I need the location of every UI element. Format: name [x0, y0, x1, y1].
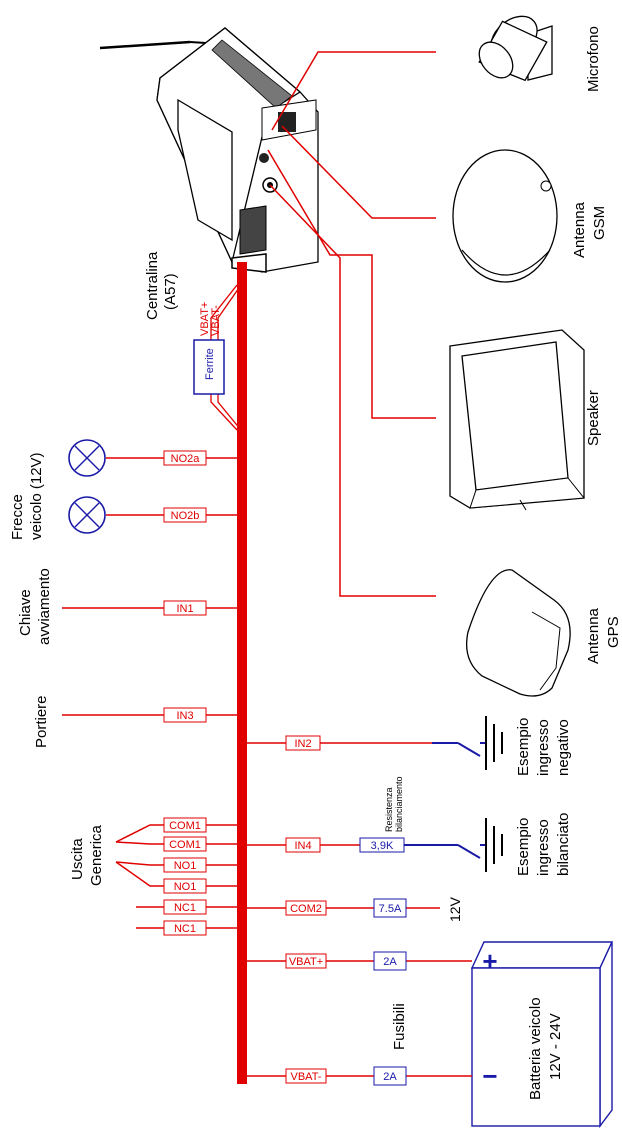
- pin-no2a: NO2a: [171, 453, 201, 465]
- resistor-sub: bilanciamento: [394, 776, 404, 832]
- pin-box: [163, 878, 207, 894]
- pin-nc1: NC1: [174, 902, 196, 914]
- pin-box: [163, 857, 207, 873]
- battery-minus-sign: −: [482, 1061, 497, 1091]
- fuse: [373, 951, 407, 971]
- pin-com2: COM2: [290, 903, 322, 915]
- fuse-vbat-minus: 2A: [383, 1071, 397, 1083]
- pin-com1: COM1: [169, 839, 201, 851]
- ferrite-label: Ferrite: [204, 348, 216, 380]
- fuse: [373, 1066, 407, 1086]
- ignition-label: Chiave: [17, 589, 34, 636]
- pin-box: [163, 707, 207, 723]
- pin-nc1: NC1: [174, 923, 196, 935]
- negative-input-sub: ingresso: [535, 719, 552, 776]
- pin-box: [285, 735, 321, 751]
- ferrite-vbat-minus: VBAT-: [210, 305, 222, 336]
- pin-box: [163, 817, 207, 833]
- ferrite-core: [193, 339, 225, 395]
- fuse-vbat-plus: 2A: [383, 956, 397, 968]
- balanced-input-label: Esempio: [515, 818, 532, 876]
- pin-box: [285, 837, 321, 853]
- pin-box: [163, 920, 207, 936]
- indicators-label: Frecce: [9, 494, 26, 540]
- battery: [470, 941, 614, 1129]
- negative-input-sub2: negativo: [555, 719, 572, 776]
- microphone-device: [478, 15, 553, 82]
- balanced-input-sub2: bilanciato: [555, 813, 572, 876]
- fuse-com2: 7.5A: [379, 903, 402, 915]
- resistor-value: 3,9K: [371, 840, 394, 852]
- pin-box: [163, 450, 207, 466]
- pin-in3: IN3: [176, 710, 193, 722]
- pin-box: [285, 953, 327, 969]
- antenna-gps-sub: GPS: [605, 616, 622, 648]
- com2-voltage: 12V: [447, 896, 463, 922]
- control-unit: [99, 27, 319, 273]
- antenna-gps-device: [465, 569, 571, 697]
- control-unit-model: (A57): [162, 273, 179, 310]
- speaker-label: Speaker: [585, 390, 602, 446]
- pin-box: [163, 899, 207, 915]
- pin-box: [285, 1068, 327, 1084]
- generic-output-label: Uscita: [69, 838, 86, 880]
- pin-box: [285, 900, 327, 916]
- control-unit-label: Centralina: [144, 251, 161, 320]
- antenna-gsm-sub: GSM: [591, 206, 608, 240]
- balanced-input-sub: ingresso: [535, 819, 552, 876]
- indicator-lamp: [68, 439, 106, 477]
- microphone-label: Microfono: [585, 26, 602, 92]
- pin-box: [163, 507, 207, 523]
- ground-switch: [432, 716, 503, 770]
- battery-label: Batteria veicolo: [527, 997, 544, 1100]
- antenna-gsm-device: [452, 149, 558, 283]
- ferrite-vbat-plus: VBAT+: [199, 302, 211, 336]
- pin-com1: COM1: [169, 820, 201, 832]
- fuses-label: Fusibili: [391, 1003, 408, 1050]
- pin-no1: NO1: [174, 881, 197, 893]
- device-wires: [267, 51, 436, 597]
- ignition-sub: avviamento: [36, 568, 53, 645]
- antenna-gsm-label: Antenna: [571, 201, 588, 258]
- pin-vbat-minus: VBAT-: [291, 1071, 322, 1083]
- antenna-gps-label: Antenna: [585, 607, 602, 664]
- pin-no2b: NO2b: [171, 510, 200, 522]
- pin-no1: NO1: [174, 860, 197, 872]
- negative-input-label: Esempio: [515, 718, 532, 776]
- battery-sub: 12V - 24V: [547, 1013, 564, 1080]
- generic-output-sub: Generica: [88, 824, 105, 886]
- resistor-label: Resistenza: [384, 787, 394, 832]
- doors-label: Portiere: [33, 695, 50, 748]
- indicators-sub: veicolo (12V): [28, 452, 45, 540]
- battery-plus-sign: +: [482, 946, 497, 976]
- ground-switch: [404, 818, 503, 872]
- pin-in4: IN4: [294, 840, 311, 852]
- pin-box: [163, 600, 207, 616]
- pin-in1: IN1: [176, 603, 193, 615]
- speaker-device: [449, 329, 585, 511]
- fuse: [373, 898, 407, 918]
- pin-in2: IN2: [294, 738, 311, 750]
- indicator-lamp: [68, 496, 106, 534]
- main-harness: [237, 262, 247, 1084]
- pin-vbat-plus: VBAT+: [289, 956, 323, 968]
- pin-box: [163, 836, 207, 852]
